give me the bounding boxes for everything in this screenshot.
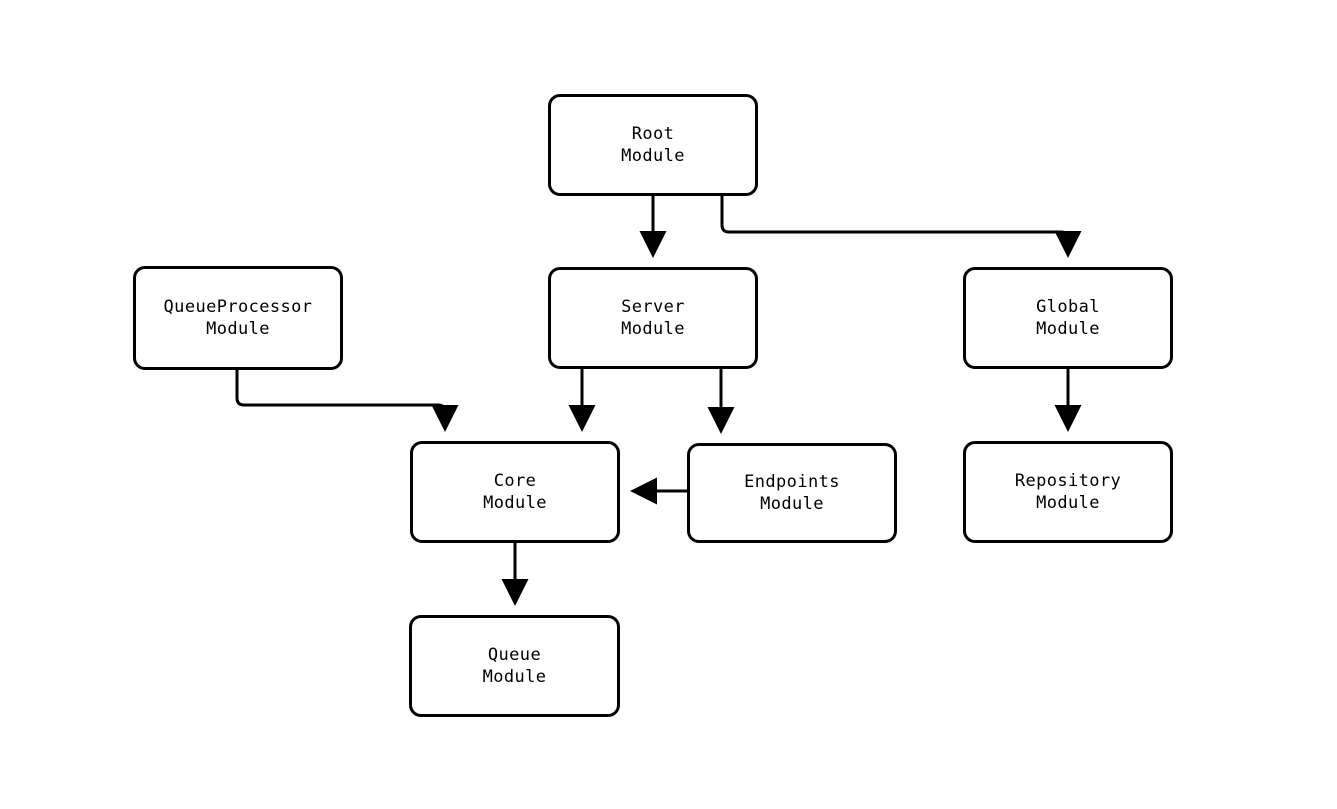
node-root-module-label: Root Module [621, 124, 685, 166]
node-server-module[interactable]: Server Module [548, 267, 758, 369]
node-endpoints-module[interactable]: Endpoints Module [687, 443, 897, 543]
node-repository-module-label: Repository Module [1014, 471, 1122, 513]
node-repository-module[interactable]: Repository Module [963, 441, 1173, 543]
node-queue-module[interactable]: Queue Module [409, 615, 620, 717]
node-server-module-label: Server Module [621, 297, 685, 339]
node-queueprocessor-module-label: QueueProcessor Module [163, 297, 313, 339]
node-global-module[interactable]: Global Module [963, 267, 1173, 369]
node-queueprocessor-module[interactable]: QueueProcessor Module [133, 266, 343, 370]
edge-root-global [720, 196, 1082, 258]
node-global-module-label: Global Module [1036, 297, 1100, 339]
edge-queueprocessor-core [235, 370, 459, 432]
node-root-module[interactable]: Root Module [548, 94, 758, 196]
node-queue-module-label: Queue Module [482, 645, 547, 687]
node-core-module[interactable]: Core Module [410, 441, 620, 543]
node-core-module-label: Core Module [483, 471, 547, 513]
node-endpoints-module-label: Endpoints Module [744, 472, 840, 514]
